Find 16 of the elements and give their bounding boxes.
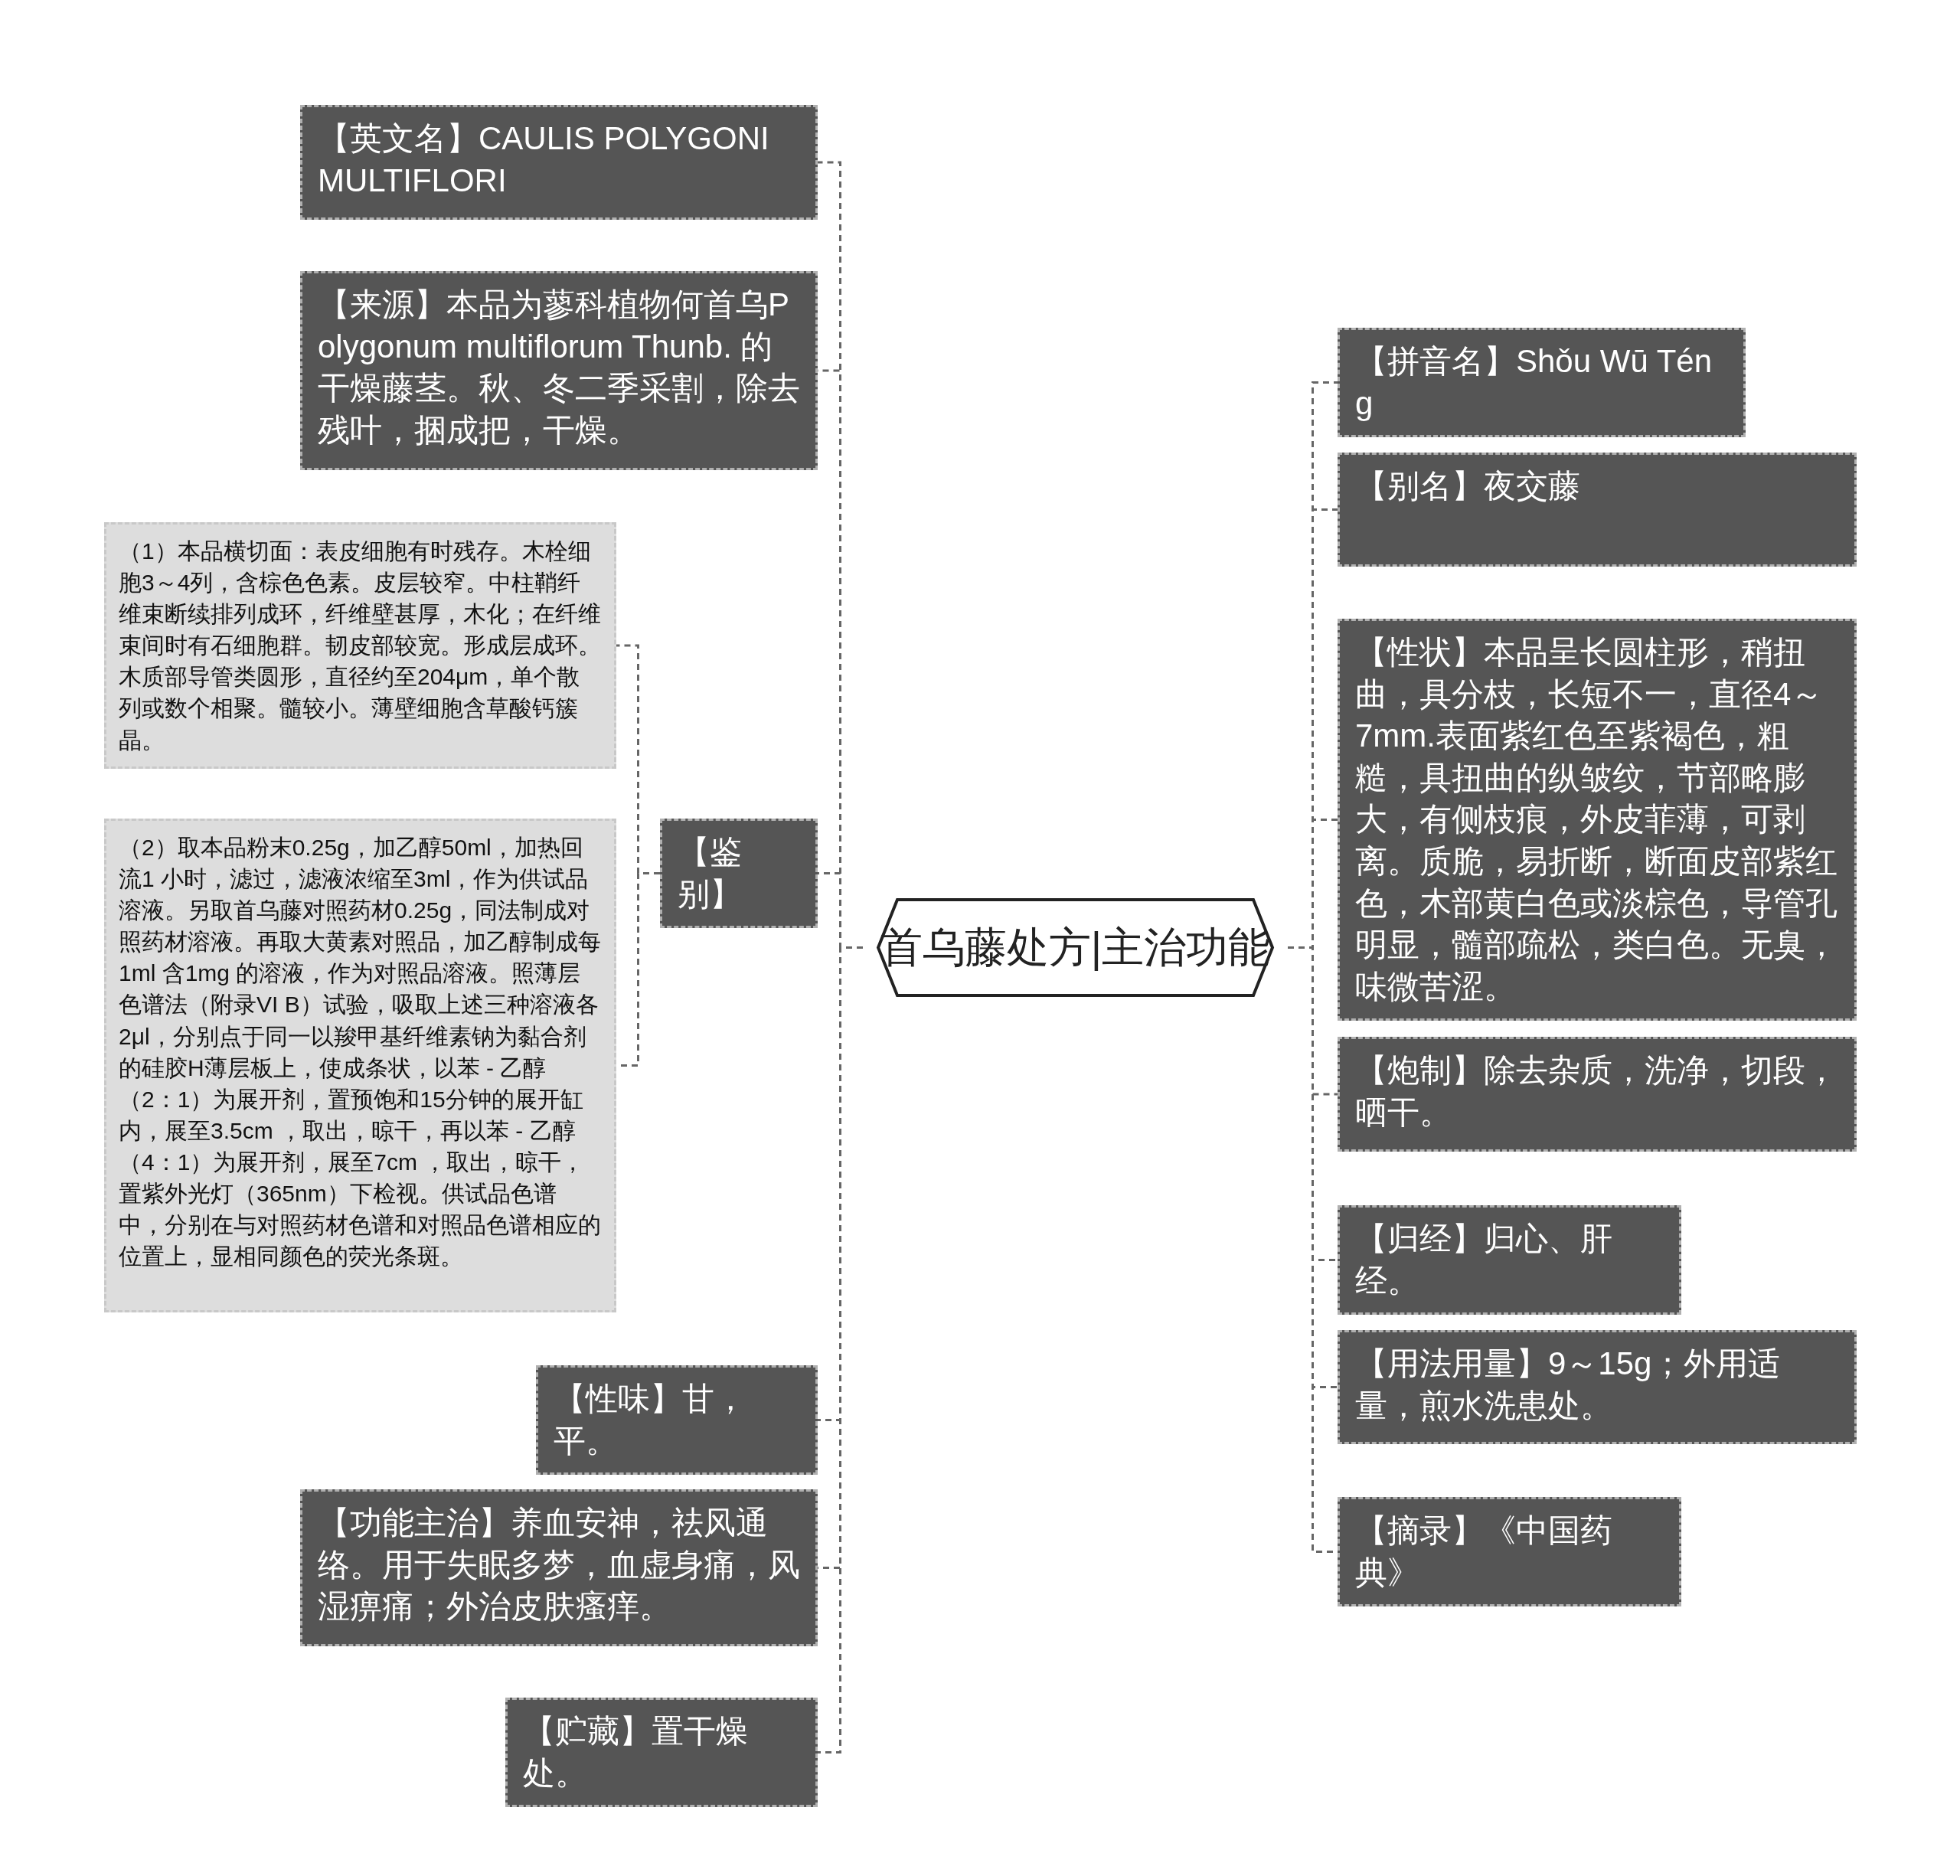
- topic-box: 【鉴别】: [660, 819, 818, 929]
- topic-box: 【性味】甘，平。: [536, 1365, 818, 1476]
- topic-box: 【性状】本品呈长圆柱形，稍扭曲，具分枝，长短不一，直径4～7mm.表面紫红色至紫褐色，粗糙，具扭曲的纵皱纹，节部略膨大，有侧枝痕，外皮菲薄，可剥离。质脆，易折断，断面皮部紫红色，木部黄白色或淡棕色，导管孔明显，髓部疏松，类白色。无臭，味微苦涩。: [1338, 619, 1857, 1021]
- topic-box: 【归经】归心、肝经。: [1338, 1205, 1681, 1315]
- note-box: （2）取本品粉末0.25g，加乙醇50ml，加热回流1 小时，滤过，滤液浓缩至3ml，作为供试品溶液。另取首乌藤对照药材0.25g，同法制成对照药材溶液。再取大黄素对照品，加乙醇制成每1ml 含1mg 的溶液，作为对照品溶液。照薄层色谱法（附录VI B）试验，吸取上述三种溶液各2μl，分别点于同一以羧甲基纤维素钠为黏合剂的硅胶H薄层板上，使成条状，以苯 - 乙醇（2：1）为展开剂，置预饱和15分钟的展开缸内，展至3.5cm ，取出，晾干，再以苯 - 乙醇（4：1）为展开剂，展至7cm ，取出，晾干，置紫外光灯（365nm）下检视。供试品色谱中，分别在与对照药材色谱和对照品色谱相应的位置上，显相同颜色的荧光条斑。: [104, 819, 616, 1312]
- topic-box: 【拼音名】Shǒu Wū Téng: [1338, 328, 1746, 438]
- topic-box: 【功能主治】养血安神，祛风通络。用于失眠多梦，血虚身痛，风湿痹痛；外治皮肤瘙痒。: [300, 1489, 818, 1646]
- topic-box: 【英文名】CAULIS POLYGONI MULTIFLORI: [300, 105, 818, 220]
- topic-box: 【贮藏】置干燥处。: [505, 1698, 818, 1808]
- topic-box: 【摘录】《中国药典》: [1338, 1497, 1681, 1607]
- note-box: （1）本品横切面：表皮细胞有时残存。木栓细胞3～4列，含棕色色素。皮层较窄。中柱鞘纤维束断续排列成环，纤维壁甚厚，木化；在纤维束间时有石细胞群。韧皮部较宽。形成层成环。木质部导管类圆形，直径约至204μm，单个散列或数个相聚。髓较小。薄壁细胞含草酸钙簇晶。: [104, 522, 616, 769]
- connector-line: [818, 946, 863, 1753]
- topic-box: 【炮制】除去杂质，洗净，切段，晒干。: [1338, 1037, 1857, 1152]
- topic-box: 【来源】本品为蓼科植物何首乌Polygonum multiflorum Thunb. 的干燥藤茎。秋、冬二季采割，除去残叶，捆成把，干燥。: [300, 271, 818, 470]
- topic-box: 【别名】夜交藤: [1338, 453, 1857, 567]
- topic-box: 【用法用量】9～15g；外用适量，煎水洗患处。: [1338, 1330, 1857, 1444]
